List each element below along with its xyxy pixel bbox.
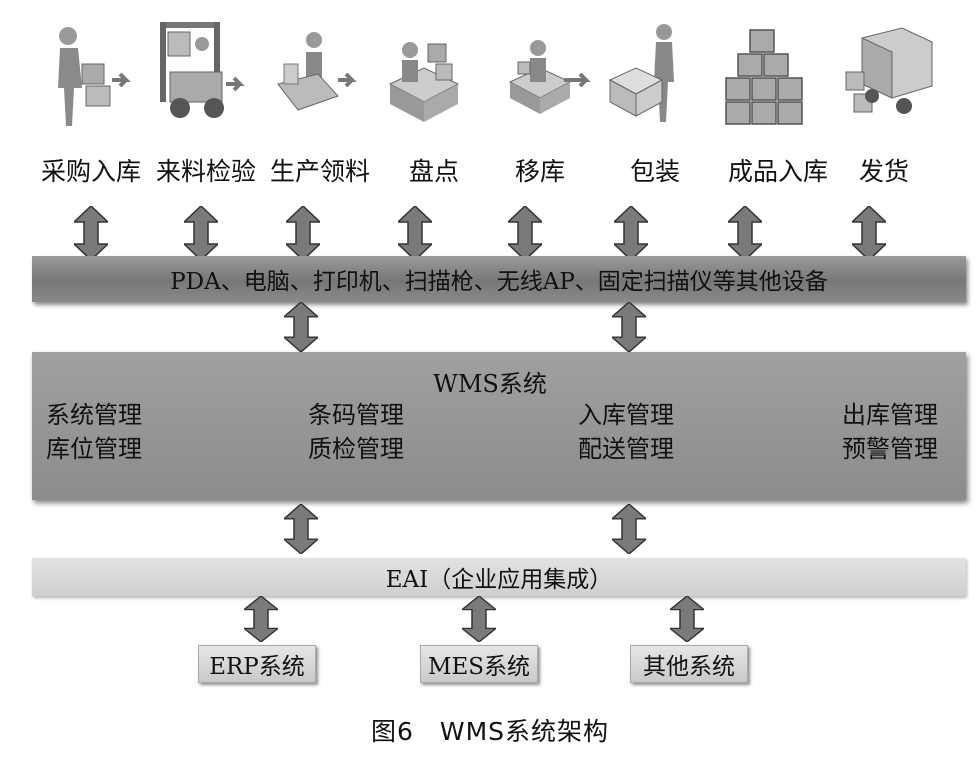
double-arrow-icon [852,206,886,260]
double-arrow-icon [398,206,432,260]
double-arrow-icon [612,302,646,352]
double-arrow-icon [284,504,318,554]
module-quality-management: 质检管理 [308,435,404,463]
module-outbound-management: 出库管理 [842,401,938,429]
delivery-truck-icon [845,27,933,114]
module-inbound-management: 入库管理 [578,401,674,429]
double-arrow-icon [462,596,496,642]
module-system-management: 系统管理 [46,401,142,429]
double-arrow-icon [244,596,278,642]
double-arrow-icon [284,302,318,352]
process-label-inspection: 来料检验 [155,157,257,186]
relocation-icon [508,40,591,114]
stacked-boxes-icon [725,29,803,125]
module-location-management: 库位管理 [46,435,142,463]
erp-system-box: ERP系统 [198,645,316,683]
double-arrow-icon [614,206,648,260]
process-label-relocation: 移库 [514,157,566,186]
module-group-4: 出库管理 预警管理 [842,398,938,466]
double-arrow-icon [508,206,542,260]
double-arrow-icon [286,206,320,260]
other-system-label: 其他系统 [643,654,735,680]
process-label-material-issue: 生产领料 [269,157,371,186]
packing-icon [608,24,674,122]
inventory-count-icon [388,42,460,122]
figure-caption: 图6 WMS系统架构 [370,717,610,746]
wms-system-box [32,352,966,500]
double-arrow-icon [670,596,704,642]
process-label-shipping: 发货 [858,157,910,186]
module-barcode-management: 条码管理 [308,401,404,429]
module-group-3: 入库管理 配送管理 [578,398,674,466]
module-delivery-management: 配送管理 [578,435,674,463]
eai-bar: EAI（企业应用集成） [32,558,966,596]
process-label-receiving: 采购入库 [40,157,142,186]
devices-bar: PDA、电脑、打印机、扫描枪、无线AP、固定扫描仪等其他设备 [32,256,966,302]
process-label-finished-goods: 成品入库 [727,157,829,186]
process-label-packing: 包装 [629,157,681,186]
erp-system-label: ERP系统 [209,654,305,680]
worker-at-desk-icon [277,32,357,111]
wms-title: WMS系统 [433,370,547,398]
module-alert-management: 预警管理 [842,435,938,463]
mes-system-label: MES系统 [427,654,531,680]
process-label-stocktake: 盘点 [408,157,460,186]
devices-bar-label: PDA、电脑、打印机、扫描枪、无线AP、固定扫描仪等其他设备 [170,269,828,295]
module-group-2: 条码管理 质检管理 [308,398,404,466]
module-group-1: 系统管理 库位管理 [46,398,142,466]
eai-label: EAI（企业应用集成） [385,567,613,593]
double-arrow-icon [612,504,646,554]
other-system-box: 其他系统 [630,645,748,683]
double-arrow-icon [728,206,762,260]
mes-system-box: MES系统 [420,645,538,683]
forklift-icon [160,22,245,118]
double-arrow-icon [184,206,218,260]
double-arrow-icon [74,206,108,260]
worker-carrying-boxes-icon [58,27,131,126]
